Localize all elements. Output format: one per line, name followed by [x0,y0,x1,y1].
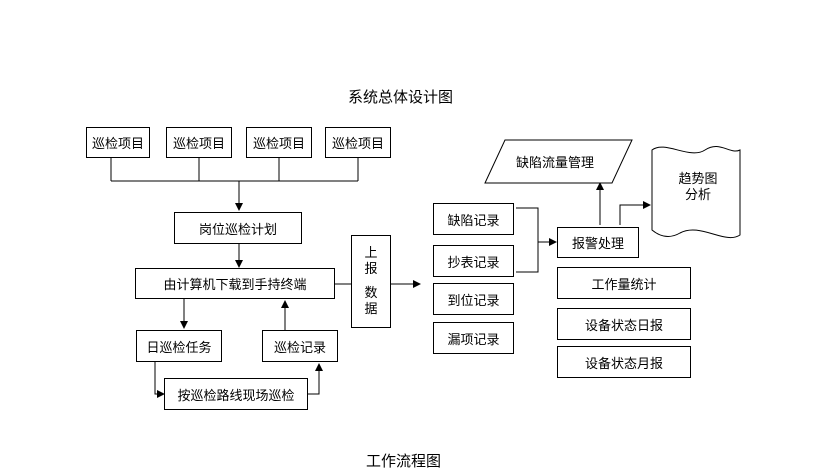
defect-flow-label: 缺陷流量管理 [516,156,595,171]
upload-char-3: 数 [364,285,378,301]
inspection-item-4: 巡检项目 [325,127,391,158]
alarm-box: 报警处理 [557,227,639,258]
upload-char-4: 据 [364,301,378,317]
post-plan-box: 岗位巡检计划 [174,212,302,244]
inspection-item-1: 巡检项目 [86,127,150,158]
monthly-report-box: 设备状态月报 [557,346,691,378]
trend-line-2: 分析 [684,188,711,203]
defect-record-box: 缺陷记录 [433,203,514,235]
route-inspection-box: 按巡检路线现场巡检 [164,378,308,410]
inspection-item-3: 巡检项目 [246,127,312,158]
daily-report-box: 设备状态日报 [557,308,691,340]
workload-stats-box: 工作量统计 [557,267,691,299]
inspection-record-box: 巡检记录 [262,330,338,362]
trend-doc-shape [651,145,741,239]
trend-label: 趋势图 分析 [672,172,724,204]
trend-line-1: 趋势图 [678,172,718,187]
diagram-title: 系统总体设计图 [348,88,454,106]
inspection-item-2: 巡检项目 [166,127,232,158]
upload-char-2: 报 [364,261,378,277]
upload-data-box: 上 报 数 据 [351,235,391,328]
flow-title: 工作流程图 [366,452,442,470]
meter-record-box: 抄表记录 [433,245,514,277]
defect-flow-shape [484,139,633,184]
daily-task-box: 日巡检任务 [136,330,222,362]
upload-char-1: 上 [364,245,378,261]
download-box: 由计算机下载到手持终端 [135,268,335,299]
arrival-record-box: 到位记录 [433,283,514,315]
omission-record-box: 漏项记录 [433,322,514,354]
